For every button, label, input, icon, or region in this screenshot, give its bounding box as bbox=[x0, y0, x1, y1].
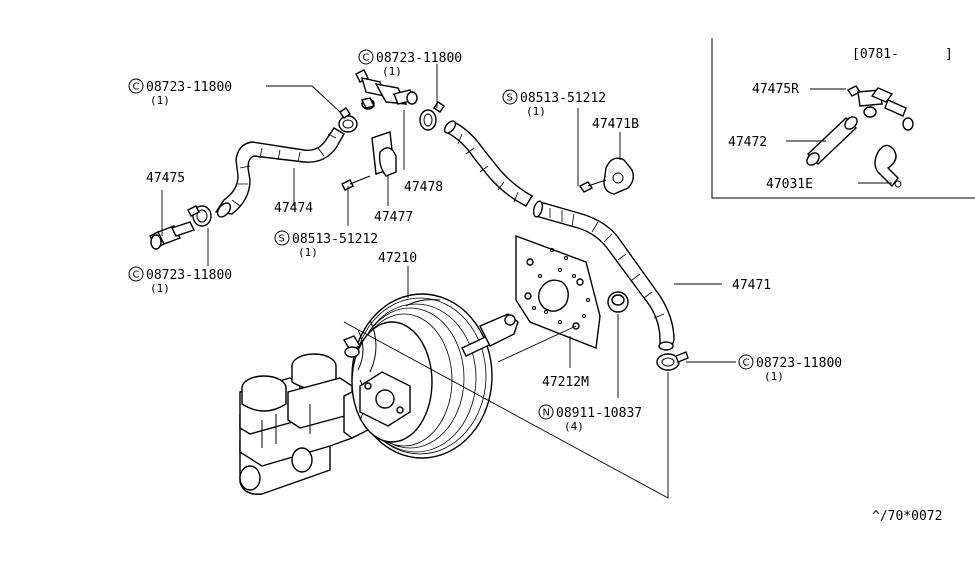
c1-badge: C bbox=[133, 82, 140, 93]
check-valve-47478 bbox=[355, 69, 418, 110]
n1-part-number: 08911-10837 bbox=[556, 406, 642, 421]
c4-badge: C bbox=[743, 358, 750, 369]
c2-badge: C bbox=[363, 53, 370, 64]
s1-qty: (1) bbox=[526, 105, 546, 118]
c3-badge: C bbox=[133, 270, 140, 281]
check-valve-r bbox=[846, 85, 914, 131]
label-47471B: 47471B bbox=[592, 117, 639, 132]
c4-qty: (1) bbox=[764, 370, 784, 383]
diagram-code: ^/70*0072 bbox=[872, 509, 942, 524]
badge-circle bbox=[128, 78, 144, 94]
c3-qty: (1) bbox=[150, 282, 170, 295]
label-47475R: 47475R bbox=[752, 82, 799, 97]
label-47212M: 47212M bbox=[542, 375, 589, 390]
part-labels: C 08723-11800 (1) C 08723-11800 (1) C 08… bbox=[128, 49, 942, 524]
c4-part-number: 08723-11800 bbox=[756, 356, 842, 371]
inset-date-close: ] bbox=[945, 47, 953, 62]
c2-part-number: 08723-11800 bbox=[376, 51, 462, 66]
c3-part-number: 08723-11800 bbox=[146, 268, 232, 283]
hose-clamp-top-right bbox=[419, 101, 445, 131]
inset-hose bbox=[806, 116, 858, 166]
grommet bbox=[607, 291, 629, 313]
label-47474: 47474 bbox=[274, 201, 313, 216]
vacuum-hose-47471 bbox=[532, 200, 675, 351]
n1-qty: (4) bbox=[564, 420, 584, 433]
hose-clamp-top-left bbox=[338, 107, 358, 133]
label-47472: 47472 bbox=[728, 135, 767, 150]
bracket-47477 bbox=[341, 131, 397, 191]
c1-qty: (1) bbox=[150, 94, 170, 107]
c1-part-number: 08723-11800 bbox=[146, 80, 232, 95]
hose-clamp-left bbox=[187, 205, 212, 227]
inset-date-code: [0781- bbox=[852, 47, 899, 62]
s2-qty: (1) bbox=[298, 246, 318, 259]
hose-clamp-lower bbox=[656, 351, 689, 371]
label-47031E: 47031E bbox=[766, 177, 813, 192]
c2-qty: (1) bbox=[382, 65, 402, 78]
s2-part-number: 08513-51212 bbox=[292, 232, 378, 247]
inset-clamp bbox=[874, 144, 902, 188]
gasket-plate bbox=[515, 234, 601, 349]
label-47477: 47477 bbox=[374, 210, 413, 225]
label-47471: 47471 bbox=[732, 278, 771, 293]
vacuum-hose-upper bbox=[443, 120, 533, 207]
master-cylinder bbox=[239, 353, 369, 495]
brake-booster bbox=[342, 293, 519, 459]
inset-panel: [0781- ] 47475R 47472 47031E bbox=[711, 38, 975, 199]
s2-badge: S bbox=[279, 234, 285, 245]
n1-badge: N bbox=[543, 408, 550, 419]
s1-part-number: 08513-51212 bbox=[520, 91, 606, 106]
s1-badge: S bbox=[507, 93, 513, 104]
label-47475: 47475 bbox=[146, 171, 185, 186]
connector-47475 bbox=[149, 221, 195, 250]
label-47210: 47210 bbox=[378, 251, 417, 266]
bolt-47471B bbox=[578, 157, 635, 195]
vacuum-hose-47474 bbox=[214, 127, 345, 218]
label-47478: 47478 bbox=[404, 180, 443, 195]
leader-lines bbox=[161, 64, 736, 499]
